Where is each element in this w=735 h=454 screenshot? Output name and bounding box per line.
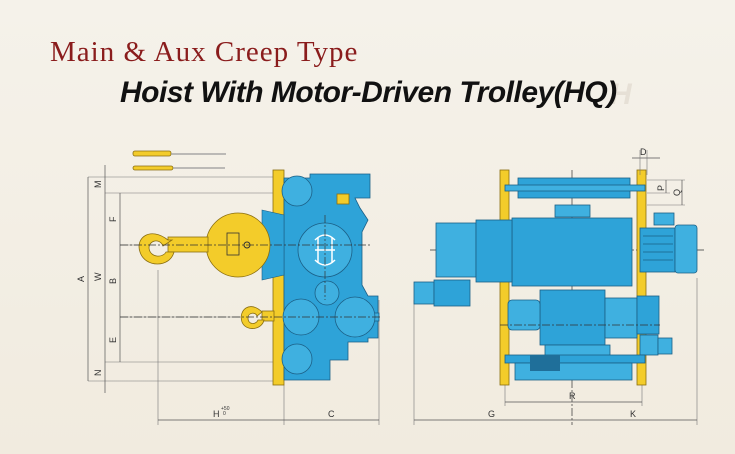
- creep-motor: [639, 227, 676, 273]
- page-title: Main & Aux Creep Type: [50, 36, 359, 68]
- hoist-motor: [435, 222, 477, 278]
- dim-label-e: E: [108, 337, 118, 343]
- aux-motor: [314, 280, 340, 306]
- side-view: A W M N F B E H +50 0 C: [76, 150, 380, 425]
- aux-hook-icon: [240, 306, 265, 329]
- dim-label-b: B: [108, 278, 118, 284]
- front-view: D P Q R G K: [413, 147, 705, 425]
- trolley-wheel: [281, 175, 313, 207]
- dim-label-d: D: [640, 147, 647, 157]
- girder-rail-right: [636, 169, 647, 386]
- trolley-wheel: [281, 343, 313, 375]
- dim-label-a: A: [76, 276, 86, 282]
- dim-label-k: K: [630, 409, 636, 419]
- dim-label-c: C: [328, 409, 335, 419]
- girder-rail: [272, 169, 285, 386]
- dim-tolerance-lower: 0: [223, 411, 226, 417]
- page-subtitle: Hoist With Motor-Driven Trolley(HQ): [120, 76, 617, 109]
- ghost-letter: H: [610, 78, 632, 111]
- main-hook-icon: [138, 233, 175, 265]
- dim-label-n: N: [93, 370, 103, 377]
- dim-label-q: Q: [672, 189, 682, 196]
- dim-label-p: P: [656, 185, 666, 191]
- dim-tolerance-upper: +50: [221, 406, 230, 412]
- rope-drum: [511, 217, 633, 287]
- dim-label-h: H: [213, 409, 220, 419]
- limit-switch: [336, 193, 350, 205]
- dim-label-f: F: [108, 216, 118, 222]
- pendant-switch-icon: [132, 150, 226, 171]
- dim-label-r: R: [569, 391, 576, 401]
- aux-hoist-motor: [539, 289, 606, 346]
- trolley-drive-motor: [413, 281, 435, 305]
- dim-label-m: M: [93, 181, 103, 189]
- dim-label-w: W: [93, 272, 103, 281]
- dim-label-g: G: [488, 409, 495, 419]
